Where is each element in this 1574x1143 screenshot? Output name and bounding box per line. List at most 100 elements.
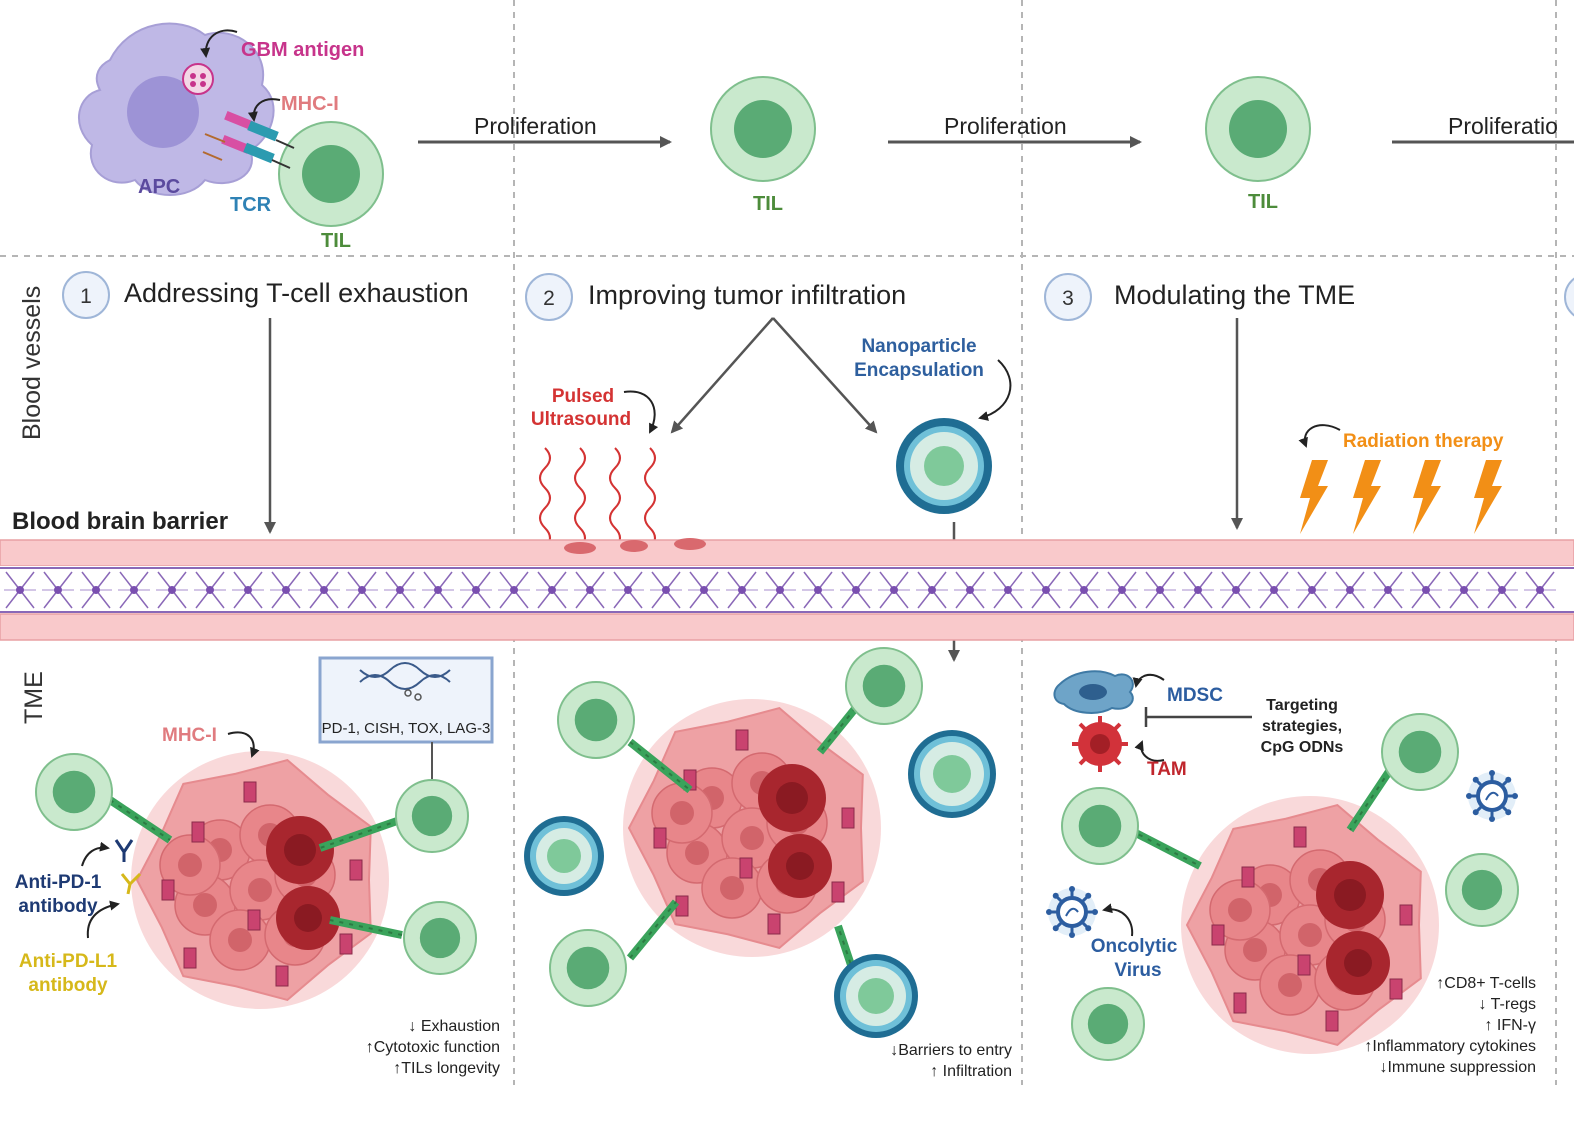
nanoparticle-til	[908, 730, 996, 818]
tcr-connector	[1128, 826, 1202, 870]
til-cell	[278, 121, 384, 227]
mhc-i-marker	[739, 857, 753, 879]
til-cell	[403, 901, 477, 975]
effect-3-1: ↑CD8+ T-cells	[1436, 975, 1536, 992]
til-label-3: TIL	[1248, 191, 1278, 213]
mhc-i-marker	[243, 781, 257, 803]
mhc-i-label-top: MHC-I	[281, 93, 339, 115]
pericyte	[878, 571, 910, 609]
mhc-i-marker	[653, 827, 667, 849]
tcr-connector	[107, 796, 173, 844]
crispr-targets: PD-1, CISH, TOX, LAG-3	[322, 720, 491, 737]
pericyte	[992, 571, 1024, 609]
nanoparticle-til	[834, 954, 918, 1038]
effect-2-1: ↓Barriers to entry	[890, 1042, 1012, 1059]
pericyte	[1030, 571, 1062, 609]
mhc-i-marker	[1211, 924, 1225, 946]
crispr-box: PD-1, CISH, TOX, LAG-3	[318, 656, 494, 744]
tcr-connector	[329, 916, 403, 939]
pericyte	[194, 571, 226, 609]
til-cell	[1381, 713, 1459, 791]
pericyte	[1220, 571, 1252, 609]
mhc-i-marker	[1241, 866, 1255, 888]
section-1-title: Addressing T-cell exhaustion	[124, 278, 469, 308]
tcr-label: TCR	[230, 194, 272, 216]
mhc-i-marker	[841, 807, 855, 829]
pericyte	[80, 571, 112, 609]
effect-3-5: ↓Immune suppression	[1379, 1059, 1536, 1076]
pulsed-ultrasound-label-1: Pulsed	[552, 386, 614, 407]
pericyte	[1334, 571, 1366, 609]
lightning-bolts	[1300, 460, 1502, 534]
mhc-i-marker	[1293, 826, 1307, 848]
pulsed-ultrasound-label-2: Ultrasound	[531, 409, 631, 430]
pericyte	[384, 571, 416, 609]
oncolytic-virus-icon	[1046, 886, 1098, 938]
oncolytic-virus-icon-2	[1466, 770, 1518, 822]
pericyte	[118, 571, 150, 609]
pericyte	[498, 571, 530, 609]
til-cell	[557, 681, 635, 759]
effects-2: ↓Barriers to entry ↑ Infiltration	[890, 1042, 1012, 1080]
til-cell	[35, 753, 113, 831]
effect-3-3: ↑ IFN-γ	[1484, 1017, 1536, 1034]
ultrasound-waves	[539, 447, 656, 549]
nanoparticle-top	[896, 418, 992, 514]
pericyte	[954, 571, 986, 609]
targeting-label-3: CpG ODNs	[1261, 739, 1344, 756]
mhc-i-marker	[349, 859, 363, 881]
anti-pdl1-label-1: Anti-PD-L1	[19, 951, 118, 972]
pericyte	[42, 571, 74, 609]
pericyte	[4, 571, 36, 609]
mhc-i-marker	[735, 729, 749, 751]
mhc-i-marker	[1297, 954, 1311, 976]
section-2-header: 2 Improving tumor infiltration	[525, 273, 906, 321]
til-cell	[845, 647, 923, 725]
effect-3-4: ↑Inflammatory cytokines	[1364, 1038, 1536, 1055]
mhc-i-label-tme: MHC-I	[162, 725, 217, 746]
mhc-i-marker	[339, 933, 353, 955]
nanoparticle-label-2: Encapsulation	[854, 360, 984, 381]
pericyte	[726, 571, 758, 609]
pericyte	[156, 571, 188, 609]
pericyte	[422, 571, 454, 609]
arrow-section-2-right	[772, 317, 878, 434]
tcr-connector	[627, 738, 693, 794]
section-4-circle-partial	[1564, 277, 1574, 317]
section-3-number: 3	[1062, 287, 1074, 310]
blood-brain-barrier	[0, 539, 1574, 641]
pericyte	[1372, 571, 1404, 609]
section-1-header: 1 Addressing T-cell exhaustion	[62, 271, 469, 319]
pericyte	[346, 571, 378, 609]
pericyte	[916, 571, 948, 609]
pericyte	[1068, 571, 1100, 609]
bbb-label: Blood brain barrier	[12, 508, 228, 535]
arrow-section-2-left	[670, 317, 774, 434]
section-3-title: Modulating the TME	[1114, 280, 1355, 310]
blood-vessels-label: Blood vessels	[18, 286, 46, 440]
mhc-i-marker	[275, 965, 289, 987]
oncolytic-label-1: Oncolytic	[1091, 936, 1178, 957]
effects-1: ↓ Exhaustion ↑Cytotoxic function ↑TILs l…	[366, 1018, 500, 1077]
radiation-label: Radiation therapy	[1343, 431, 1504, 452]
til-cell	[395, 779, 469, 853]
anti-pd1-label-1: Anti-PD-1	[15, 872, 102, 893]
effects-3: ↑CD8+ T-cells ↓ T-regs ↑ IFN-γ ↑Inflamma…	[1364, 975, 1536, 1076]
gbm-antigen-label: GBM antigen	[241, 39, 364, 61]
apc-label: APC	[138, 176, 180, 198]
effect-1-1: ↓ Exhaustion	[408, 1018, 500, 1035]
pericyte	[764, 571, 796, 609]
pericyte	[232, 571, 264, 609]
pericyte	[650, 571, 682, 609]
nanoparticle-til	[524, 816, 604, 896]
effect-3-2: ↓ T-regs	[1479, 996, 1537, 1013]
targeting-label-1: Targeting	[1266, 697, 1338, 714]
pericyte	[1448, 571, 1480, 609]
til-cell-3	[1205, 76, 1311, 182]
mhc-i-marker	[183, 947, 197, 969]
proliferation-label-3: Proliferatio	[1448, 113, 1558, 139]
pericyte	[688, 571, 720, 609]
pericyte	[308, 571, 340, 609]
pericyte	[1258, 571, 1290, 609]
tumor-mass-3	[1181, 796, 1439, 1054]
